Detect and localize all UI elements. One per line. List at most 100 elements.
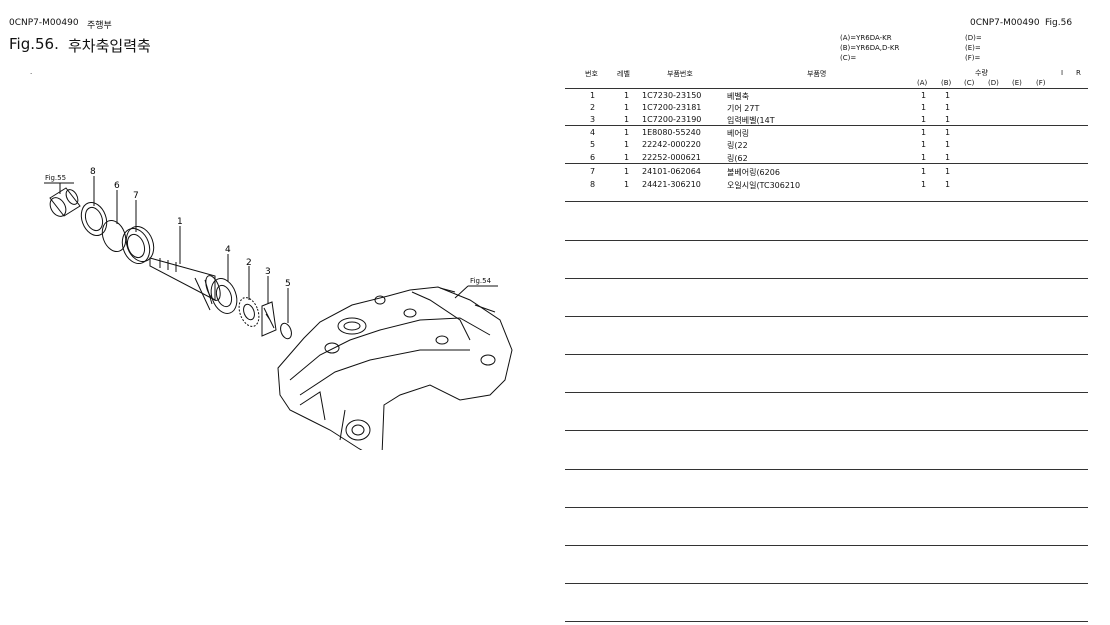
group-rule [565,354,1088,355]
cell-part-name: 링(22 [727,141,748,150]
callout-6: 6 [114,181,120,191]
cell-part-no: 1C7200-23181 [642,103,702,112]
part-5-ring [280,322,292,340]
cell-qty-a: 1 [921,180,927,189]
callout-7: 7 [133,191,139,201]
cell-qty-b: 1 [945,180,951,189]
group-rule [565,507,1088,508]
col-header-qty-c: (C) [964,79,975,87]
group-rule [565,583,1088,584]
group-rule [565,278,1088,279]
col-header-i: I [1061,69,1064,77]
col-header-qty-b: (B) [941,79,952,87]
cell-part-name: 베어링 [727,129,750,138]
doc-code-right: 0CNP7-M00490 [970,18,1040,28]
figure-title: 후차축입력축 [68,37,151,55]
group-rule [565,469,1088,470]
exploded-parts-drawing: Fig.55 [44,167,513,450]
cell-part-name: 베벨축 [727,92,750,101]
callout-4: 4 [225,245,231,255]
col-header-qty-a: (A) [917,79,928,87]
col-header-qty-e: (E) [1012,79,1022,87]
col-header-qty-d: (D) [988,79,999,87]
callout-2: 2 [246,258,252,268]
cell-part-no: 24101-062064 [642,167,701,176]
group-rule [565,621,1088,622]
group-rule [565,163,1088,164]
figure-number: Fig.56. [9,35,59,53]
cell-level: 1 [624,167,630,176]
model-b: (B)=YR6DA,D-KR [840,44,900,52]
cell-qty-b: 1 [945,128,951,137]
cell-qty-a: 1 [921,128,927,137]
cell-level: 1 [624,153,630,162]
cell-level: 1 [624,103,630,112]
cell-no: 8 [590,180,596,189]
figure-ref-right: Fig.56 [1045,18,1073,28]
model-d: (D)= [965,34,982,42]
cell-no: 5 [590,140,596,149]
cell-level: 1 [624,91,630,100]
cell-part-name: 볼베어링(6206 [727,168,780,177]
callout-5: 5 [285,279,291,289]
part-4-bearing [210,278,238,314]
cell-part-no: 1C7200-23190 [642,115,702,124]
part-6-ring [101,220,127,252]
fig55-reference: Fig.55 [45,174,66,182]
cell-level: 1 [624,128,630,137]
cell-part-name: 입력베벨(14T [727,116,775,125]
col-header-qty: 수량 [975,69,988,77]
table-header-rule [565,88,1088,89]
col-header-qty-f: (F) [1036,79,1046,87]
model-e: (E)= [965,44,981,52]
group-rule [565,545,1088,546]
cell-level: 1 [624,115,630,124]
cell-no: 2 [590,103,596,112]
cell-part-name: 기어 27T [727,104,760,113]
model-c: (C)= [840,54,857,62]
cell-part-name: 오일시일(TC306210 [727,181,801,190]
doc-code-left: 0CNP7-M00490 [9,18,79,28]
cell-no: 1 [590,91,596,100]
cell-qty-b: 1 [945,115,951,124]
group-rule [565,240,1088,241]
cell-part-no: 1E8080-55240 [642,128,701,137]
group-rule [565,201,1088,202]
cell-qty-a: 1 [921,140,927,149]
cell-qty-a: 1 [921,167,927,176]
part-2-gear [238,297,260,327]
group-rule [565,125,1088,126]
col-header-r: R [1076,69,1081,77]
part-8-sleeve [49,187,81,217]
cell-no: 4 [590,128,596,137]
cell-qty-a: 1 [921,103,927,112]
part-7-bearing [121,226,155,264]
section-label: 주행부 [87,21,112,31]
cell-qty-b: 1 [945,103,951,112]
cell-part-no: 22242-000220 [642,140,701,149]
cell-qty-b: 1 [945,153,951,162]
group-rule [565,430,1088,431]
cell-no: 3 [590,115,596,124]
cell-qty-a: 1 [921,153,927,162]
callout-3: 3 [265,267,271,277]
fig54-reference: Fig.54 [470,277,492,285]
cell-part-name: 링(62 [727,154,748,163]
group-rule [565,392,1088,393]
part-3-input-bevel [261,301,277,337]
cell-level: 1 [624,180,630,189]
callout-8: 8 [90,167,96,177]
cell-qty-b: 1 [945,91,951,100]
col-header-part-no: 부품번호 [667,70,693,78]
col-header-no: 번호 [585,70,598,78]
cell-qty-a: 1 [921,115,927,124]
cell-qty-b: 1 [945,167,951,176]
part-8-oil-seal [80,202,108,236]
cell-no: 6 [590,153,596,162]
col-header-part-name: 부품명 [807,70,827,78]
stray-mark: . [30,68,33,76]
cell-qty-a: 1 [921,91,927,100]
cell-part-no: 1C7230-23150 [642,91,702,100]
cell-no: 7 [590,167,596,176]
axle-housing [277,286,513,450]
